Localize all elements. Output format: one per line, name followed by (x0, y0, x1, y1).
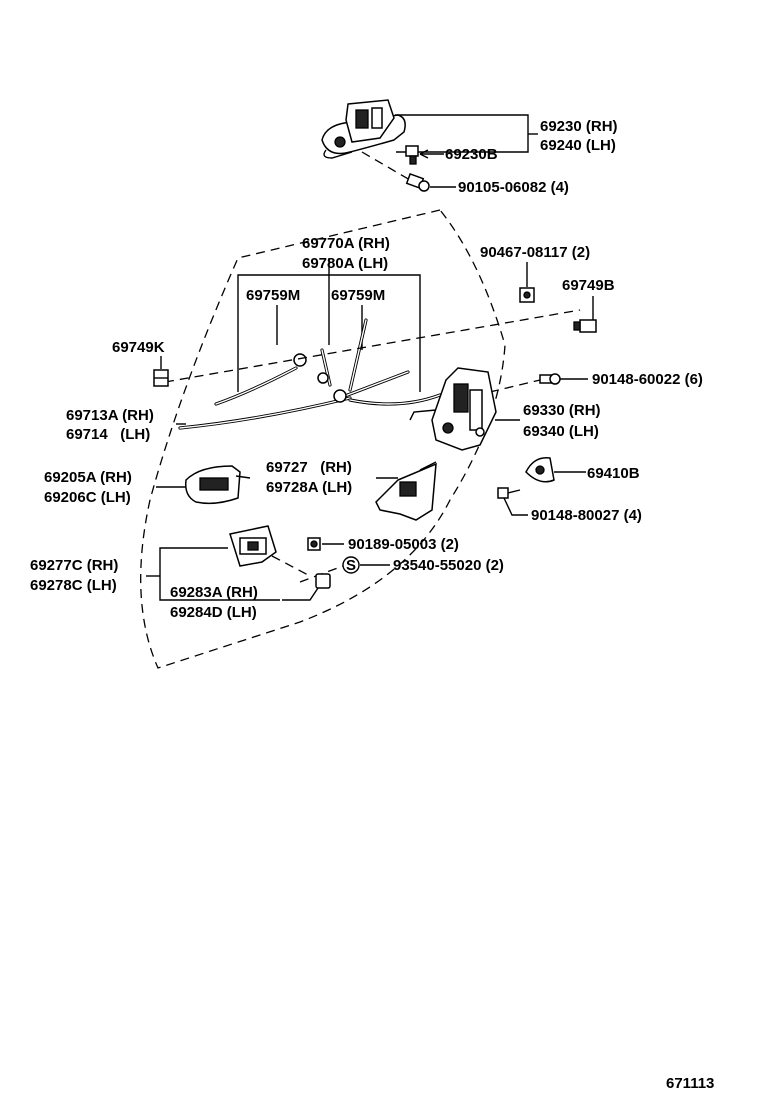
striker-screw-leader (503, 497, 528, 516)
diagram-id: 671113 (666, 1075, 714, 1092)
label-inner-handle-lh: 69206C (LH) (44, 489, 131, 506)
label-rod-clip-1: 69759M (246, 287, 300, 304)
label-clip-b: 69749B (562, 277, 615, 294)
label-striker-screw: 90148-80027 (4) (531, 507, 642, 524)
label-rod-set-rh: 69770A (RH) (302, 235, 390, 252)
label-lock-assy-rh: 69330 (RH) (523, 402, 601, 419)
label-lock-screw: 90148-60022 (6) (592, 371, 703, 388)
label-lever-rh: 69727 (RH) (266, 459, 352, 476)
lock-screw-part (539, 373, 561, 385)
standard-mark: S (346, 557, 356, 574)
label-clip-k: 69749K (112, 339, 165, 356)
label-cap-lh: 69284D (LH) (170, 604, 257, 621)
label-rod-set-lh: 69780A (LH) (302, 255, 388, 272)
label-inner-rod-rh: 69713A (RH) (66, 407, 154, 424)
label-striker: 69410B (587, 465, 640, 482)
label-nut: 90467-08117 (2) (480, 244, 590, 261)
nut-part (519, 287, 535, 303)
outer-bolt-part (405, 172, 430, 192)
clip-dash-line (164, 309, 581, 383)
clip-b-part (573, 319, 597, 333)
label-lock-assy-lh: 69340 (LH) (523, 423, 599, 440)
label-cap-rh: 69283A (RH) (170, 584, 258, 601)
label-outer-handle-rh: 69230 (RH) (540, 118, 618, 135)
label-inner-rod-lh: 69714 (LH) (66, 426, 150, 443)
striker-screw-part (497, 487, 521, 499)
standard-mark-circle (342, 556, 360, 574)
handle-clip-part (405, 145, 419, 165)
lock-assembly-part (409, 367, 497, 451)
handle-clip-arrow (419, 149, 429, 159)
label-bezel-lh: 69278C (LH) (30, 577, 117, 594)
label-standard-part: 93540-55020 (2) (393, 557, 504, 574)
label-handle-clip: 69230B (445, 146, 498, 163)
label-lever-lh: 69728A (LH) (266, 479, 352, 496)
striker-part (525, 457, 555, 483)
lever-part (375, 461, 437, 521)
cap-part (315, 573, 331, 589)
cap-leader (282, 587, 319, 601)
bezel-part (229, 525, 277, 567)
standard-part-dash (271, 555, 311, 577)
label-rod-clip-2: 69759M (331, 287, 385, 304)
label-outer-handle-lh: 69240 (LH) (540, 137, 616, 154)
lock-screw-dash (489, 379, 541, 393)
label-bezel-rh: 69277C (RH) (30, 557, 118, 574)
label-outer-bolt: 90105-06082 (4) (458, 179, 569, 196)
label-inner-handle-rh: 69205A (RH) (44, 469, 132, 486)
outer-bolt-dash (361, 151, 411, 181)
label-bezel-screw: 90189-05003 (2) (348, 536, 459, 553)
bezel-screw-part (307, 537, 321, 551)
clip-k-part (153, 369, 169, 387)
outer-handle-part (321, 99, 406, 159)
inner-handle-part (184, 465, 251, 505)
rod-assembly (178, 318, 442, 430)
door-outline (140, 209, 506, 669)
bezel-bracket (159, 547, 280, 601)
